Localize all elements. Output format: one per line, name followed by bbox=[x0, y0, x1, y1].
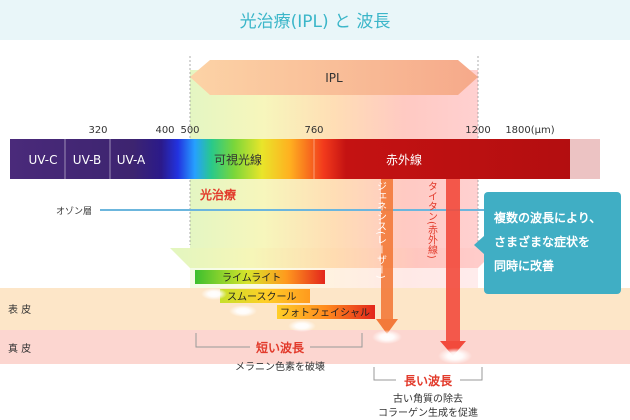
long-wave-bracket-right bbox=[460, 367, 483, 381]
ipl-label: IPL bbox=[325, 71, 343, 85]
short-wave-bracket-right bbox=[310, 333, 363, 348]
band-infrared: 赤外線 bbox=[386, 152, 422, 167]
callout-line-3: 同時に改善 bbox=[494, 258, 554, 273]
short-wave-bracket-left bbox=[195, 333, 250, 348]
photofacial-bar bbox=[277, 305, 375, 319]
titan-label: タイタン(赤外線) bbox=[426, 181, 438, 259]
title-band bbox=[0, 0, 630, 40]
limelight-label: ライムライト bbox=[222, 272, 281, 284]
band-uvc: UV-C bbox=[29, 153, 58, 167]
long-wave-label: 長い波長 bbox=[404, 373, 453, 388]
titan-arrow-shaft bbox=[446, 179, 460, 341]
genesis-arrow-head bbox=[376, 319, 398, 334]
ozone-label: オゾン層 bbox=[56, 206, 92, 217]
limelight-bar bbox=[195, 270, 325, 284]
spectrum-bar bbox=[10, 139, 570, 179]
tick-500: 500 bbox=[180, 125, 199, 136]
callout-box bbox=[484, 192, 621, 294]
ipl-range-arrow bbox=[190, 60, 478, 95]
dermis-label: 真 皮 bbox=[8, 342, 31, 355]
glow-spot bbox=[438, 348, 472, 364]
photofacial-label: フォトフェイシャル bbox=[280, 308, 370, 319]
page-title: 光治療(IPL) と 波長 bbox=[240, 12, 391, 32]
tick-760: 760 bbox=[304, 125, 323, 136]
long-wave-bracket-left bbox=[373, 367, 396, 381]
tick-400: 400 bbox=[155, 125, 174, 136]
phototherapy-label: 光治療 bbox=[199, 187, 236, 202]
epidermis-label: 表 皮 bbox=[8, 303, 31, 316]
genesis-label: ジェネシス(レーザー) bbox=[375, 181, 387, 279]
band-visible: 可視光線 bbox=[214, 152, 262, 167]
beam-arrowhead bbox=[170, 248, 498, 268]
tick-1200: 1200 bbox=[465, 125, 490, 136]
short-wave-label: 短い波長 bbox=[256, 340, 305, 355]
callout-pointer bbox=[474, 236, 484, 254]
short-wave-effect: メラニン色素を破壊 bbox=[235, 360, 325, 373]
spectrum-fade bbox=[570, 139, 600, 179]
smoothcool-label: スムースクール bbox=[227, 291, 297, 303]
glow-spot bbox=[372, 330, 402, 344]
glow-spot bbox=[229, 305, 257, 317]
glow-spot bbox=[288, 320, 316, 332]
smoothcool-bar bbox=[220, 289, 310, 303]
band-uvb: UV-B bbox=[73, 153, 101, 167]
long-wave-effect-1: 古い角質の除去 bbox=[393, 392, 463, 405]
callout-line-2: さまざまな症状を bbox=[494, 234, 590, 249]
glow-spot bbox=[201, 288, 227, 300]
band-uva: UV-A bbox=[117, 153, 146, 167]
long-wave-effect-2: コラーゲン生成を促進 bbox=[378, 406, 478, 419]
genesis-arrow-shaft bbox=[381, 179, 393, 319]
tick-1800: 1800(μm) bbox=[505, 125, 554, 136]
callout-line-1: 複数の波長により、 bbox=[493, 210, 601, 225]
tick-320: 320 bbox=[88, 125, 107, 136]
